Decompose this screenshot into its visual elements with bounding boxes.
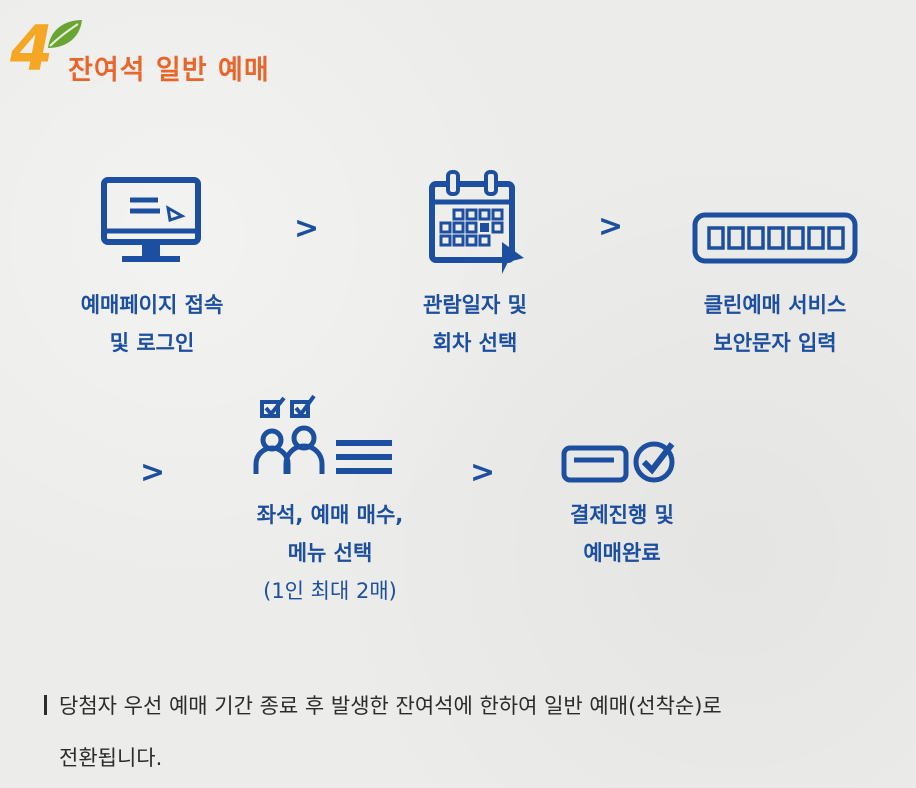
step-number: 4 <box>10 12 54 85</box>
leaf-icon <box>48 20 82 48</box>
step-label: 예매페이지 접속 및 로그인 <box>80 293 224 355</box>
seat-selection-icon <box>253 394 392 474</box>
step-label: 결제진행 및 예매완료 <box>570 503 674 565</box>
step-label: 좌석, 예매 매수, 메뉴 선택 (1인 최대 2매) <box>256 503 404 603</box>
step-label: 클린예매 서비스 보안문자 입력 <box>703 293 847 355</box>
arrow-right-icon: > <box>470 455 496 490</box>
section-title: 잔여석 일반 예매 <box>68 55 270 86</box>
payment-complete-icon <box>561 441 675 483</box>
arrow-right-icon: > <box>294 211 320 246</box>
monitor-icon <box>101 177 201 262</box>
calendar-icon <box>429 170 524 274</box>
bullet-bar <box>44 695 47 715</box>
arrow-right-icon: > <box>598 209 624 244</box>
arrow-right-icon: > <box>140 455 166 490</box>
section-header: 4 잔여석 일반 예매 <box>10 18 410 88</box>
step-label: 관람일자 및 회차 선택 <box>423 293 527 355</box>
security-code-icon <box>692 212 858 264</box>
notice-text: 당첨자 우선 예매 기간 종료 후 발생한 잔여석에 한하여 일반 예매(선착순… <box>44 680 904 784</box>
